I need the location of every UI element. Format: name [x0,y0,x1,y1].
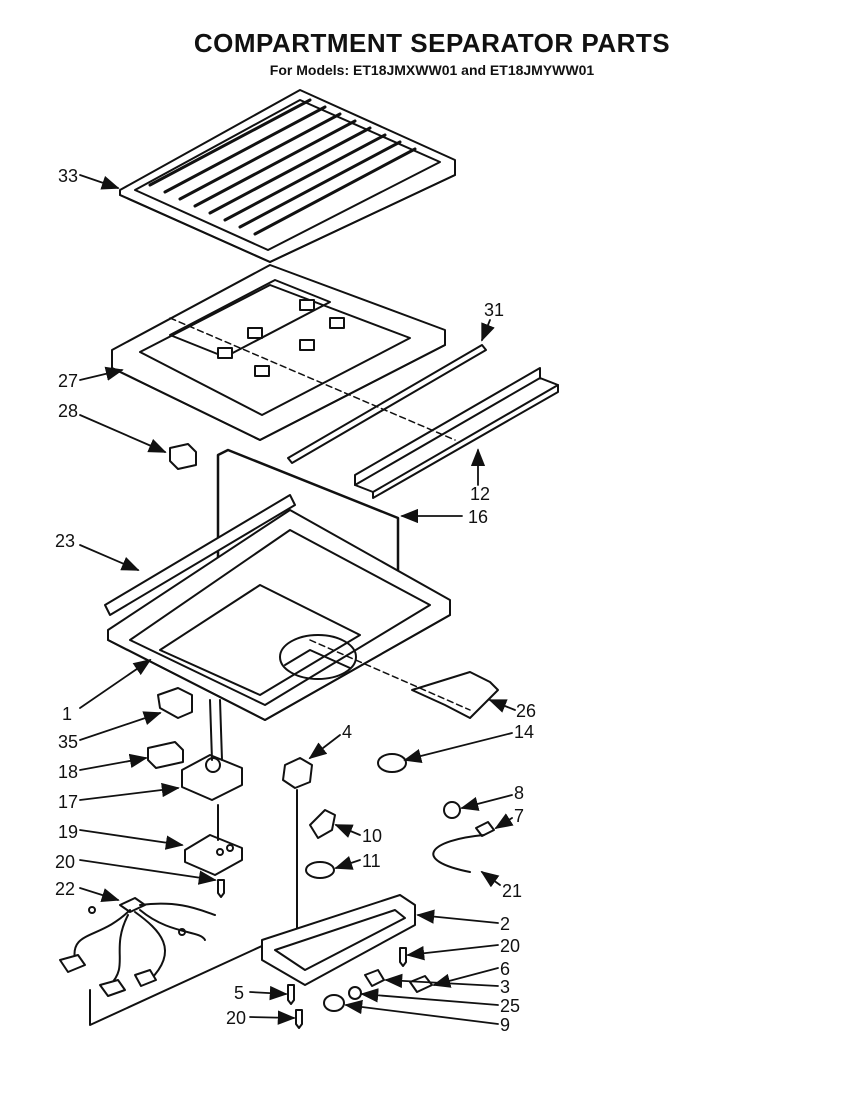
callout-14: 14 [514,722,534,742]
part-20-screw-lower [295,1009,303,1029]
part-28-block [169,443,197,470]
part-7-socket [475,821,495,837]
callout-20-lower: 20 [226,1008,246,1028]
callout-5: 5 [234,983,244,1003]
callout-1: 1 [62,704,72,724]
part-16-wire [216,448,400,644]
callout-21: 21 [502,881,522,901]
callout-28: 28 [58,401,78,421]
callout-16: 16 [468,507,488,527]
part-21-wire [432,834,485,873]
part-20-screw-upper [217,879,225,898]
part-12-rail [354,367,559,499]
callout-12: 12 [470,484,490,504]
part-33-grille [119,89,456,263]
part-22-harness [59,897,216,997]
callout-25: 25 [500,996,520,1016]
callout-27: 27 [58,371,78,391]
callout-8: 8 [514,783,524,803]
part-10-bracket [309,809,336,839]
callout-6: 6 [500,959,510,979]
callout-20-upper: 20 [55,852,75,872]
callout-10: 10 [362,826,382,846]
part-35-clip [157,687,193,719]
part-19-control [184,804,243,876]
dash-leaders [169,317,471,711]
callout-35: 35 [58,732,78,752]
callout-19: 19 [58,822,78,842]
callout-33: 33 [58,166,78,186]
part-17-housing [181,699,243,801]
callout-26: 26 [516,701,536,721]
harness-leader [89,939,276,1026]
page-subtitle: For Models: ET18JMXWW01 and ET18JMYWW01 [269,62,595,78]
callout-9: 9 [500,1015,510,1035]
callout-17: 17 [58,792,78,812]
part-11-washer [305,861,335,879]
part-25-nut [348,986,362,1000]
page-title: COMPARTMENT SEPARATOR PARTS [193,28,671,58]
callout-18: 18 [58,762,78,782]
callout-31: 31 [484,300,504,320]
callout-4: 4 [342,722,352,742]
part-8-bulb [443,801,461,819]
part-5-screw [287,984,295,1005]
callout-2: 2 [500,914,510,934]
part-20-screw-right [399,947,407,967]
part-4-cap [282,757,313,789]
callout-23: 23 [55,531,75,551]
callout-3: 3 [500,977,510,997]
callout-22: 22 [55,879,75,899]
part-14-grommet [377,753,407,773]
part-2-tray [261,894,416,986]
callout-20-right: 20 [500,936,520,956]
part-18-pad [147,741,184,769]
callout-7: 7 [514,806,524,826]
part-23-separator [104,494,451,721]
callout-arrows [79,174,516,1025]
part-6-switch [409,975,433,993]
part-9-knob [323,994,345,1012]
part-26-flap [411,671,499,719]
part-31-strip [287,344,487,464]
callout-11: 11 [362,851,381,871]
part-3-block [364,969,385,987]
callout-labels: 33 31 27 28 12 16 23 1 26 35 4 14 18 17 … [55,166,536,1035]
